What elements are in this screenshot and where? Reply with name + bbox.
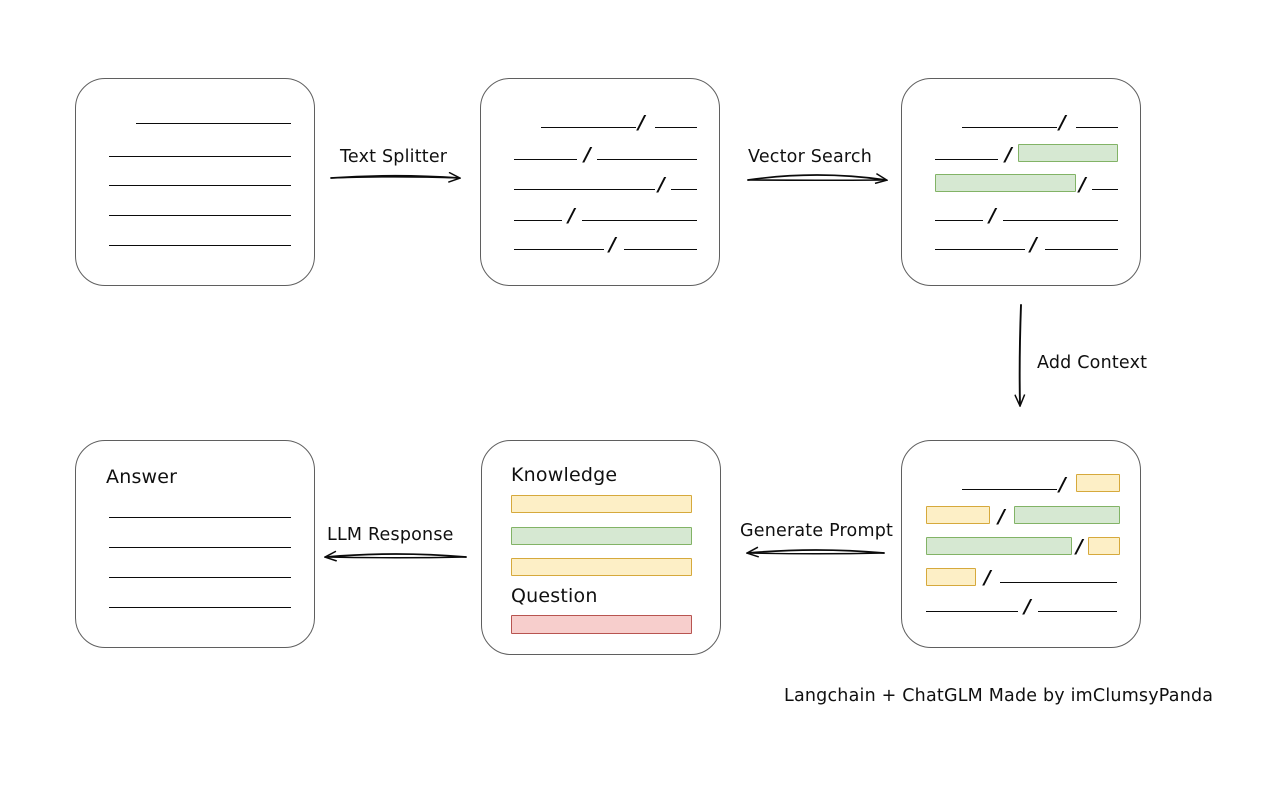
question-bar-red [511,615,692,634]
rule-line [597,159,697,160]
rule-line [671,189,697,190]
highlight-chip-yellow [926,568,976,586]
rule-line [1045,249,1118,250]
slash-separator: / [638,111,645,134]
rule-line [582,220,697,221]
rule-line [109,607,291,608]
heading-question: Question [511,585,598,607]
edge-label-generate-prompt: Generate Prompt [740,521,894,541]
edge-label-add-context: Add Context [1037,353,1148,373]
card-source-document[interactable] [75,78,315,286]
highlight-chip-green [1014,506,1120,524]
slash-separator: / [1059,473,1066,496]
card-prompt[interactable]: Knowledge Question [481,440,721,655]
rule-line [109,577,291,578]
rule-line [136,123,291,124]
rule-line [514,220,562,221]
rule-line [109,215,291,216]
arrow-add-context [1020,304,1021,405]
highlight-chip-yellow [1076,474,1120,492]
rule-line [1092,189,1118,190]
slash-separator: / [568,204,575,227]
arrow-vector-search [747,175,886,180]
slash-separator: / [1076,535,1083,558]
rule-line [655,127,697,128]
edge-label-vector-search: Vector Search [748,147,873,167]
slash-separator: / [584,143,591,166]
heading-knowledge: Knowledge [511,464,618,486]
slash-separator: / [1030,233,1037,256]
rule-line [109,517,291,518]
edge-label-llm-response: LLM Response [327,525,454,545]
rule-line [962,489,1057,490]
slash-separator: / [984,566,991,589]
rule-line [514,159,577,160]
slash-separator: / [1005,143,1012,166]
knowledge-bar-yellow-2 [511,558,692,576]
slash-separator: / [609,233,616,256]
highlight-chip-yellow [926,506,990,524]
rule-line [109,185,291,186]
rule-line [935,249,1025,250]
card-matched-chunks[interactable]: / / / / / [901,78,1141,286]
slash-separator: / [989,204,996,227]
rule-line [935,159,998,160]
rule-line [514,189,655,190]
slash-separator: / [998,505,1005,528]
rule-line [926,611,1018,612]
card-split-chunks[interactable]: / / / / / [480,78,720,286]
heading-answer: Answer [106,466,178,488]
edge-label-text-splitter: Text Splitter [340,147,448,167]
footer-credit: Langchain + ChatGLM Made by imClumsyPand… [784,686,1214,706]
rule-line [541,127,636,128]
rule-line [1000,582,1117,583]
knowledge-bar-green [511,527,692,545]
rule-line [1038,611,1117,612]
arrow-llm-response [326,554,467,558]
rule-line [1003,220,1118,221]
card-context-chunks[interactable]: / / / / / [901,440,1141,648]
knowledge-bar-yellow-1 [511,495,692,513]
arrow-text-splitter [330,176,459,178]
rule-line [109,245,291,246]
slash-separator: / [1079,173,1086,196]
rule-line [624,249,697,250]
rule-line [935,220,983,221]
rule-line [1076,127,1118,128]
slash-separator: / [1024,595,1031,618]
highlight-chip-green [1018,144,1118,162]
rule-line [514,249,604,250]
rule-line [109,547,291,548]
card-answer[interactable]: Answer [75,440,315,648]
highlight-chip-yellow [1088,537,1120,555]
highlight-chip-green [935,174,1076,192]
rule-line [109,156,291,157]
highlight-chip-green [926,537,1072,555]
slash-separator: / [658,173,665,196]
rule-line [962,127,1057,128]
arrow-generate-prompt [748,550,885,554]
slash-separator: / [1059,111,1066,134]
